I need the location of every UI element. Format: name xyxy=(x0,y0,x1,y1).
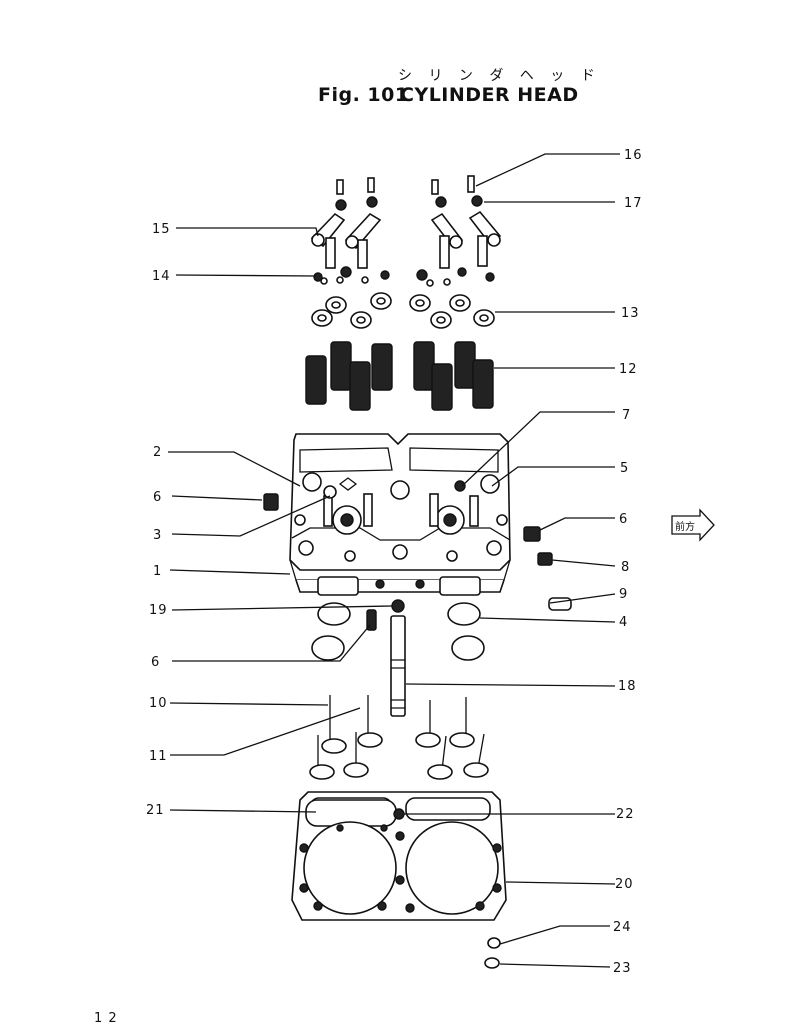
rocker-arms xyxy=(310,210,502,269)
valve-seat-inserts-4 xyxy=(311,602,485,661)
front-badge-label: 前方 xyxy=(675,520,695,533)
callout-4: 4 xyxy=(619,615,628,630)
callout-21: 21 xyxy=(146,803,165,818)
callout-8: 8 xyxy=(621,560,630,575)
callout-numbers: 16 17 15 14 13 12 7 2 5 6 3 6 8 1 9 19 4… xyxy=(146,148,643,976)
front-direction-arrow-icon: 前方 xyxy=(671,508,715,542)
callout-5: 5 xyxy=(620,461,629,476)
title-english: CYLINDER HEAD xyxy=(400,84,579,106)
valve-springs xyxy=(305,341,494,411)
callout-6-right: 6 xyxy=(619,512,628,527)
valve-cotters xyxy=(313,266,495,287)
callout-2: 2 xyxy=(153,445,162,460)
spring-retainers xyxy=(311,292,495,329)
callout-23: 23 xyxy=(613,961,632,976)
adjusting-screws xyxy=(335,175,483,211)
callout-22: 22 xyxy=(616,807,635,822)
fig-label: Fig. 101 xyxy=(318,84,409,106)
callout-6-left: 6 xyxy=(153,490,162,505)
plug-8 xyxy=(537,552,553,566)
callout-11: 11 xyxy=(149,749,168,764)
washers-23-24 xyxy=(484,937,501,969)
callout-19: 19 xyxy=(149,603,168,618)
callout-9: 9 xyxy=(619,587,628,602)
stud-bolt-18 xyxy=(390,615,406,717)
page-number: 1 2 xyxy=(94,1011,118,1024)
callout-7: 7 xyxy=(622,408,631,423)
callout-3: 3 xyxy=(153,528,162,543)
callout-12: 12 xyxy=(619,362,638,377)
callout-15: 15 xyxy=(152,222,171,237)
callout-14: 14 xyxy=(152,269,171,284)
callout-10: 10 xyxy=(149,696,168,711)
plug-6-right xyxy=(523,526,541,542)
callout-6-lower: 6 xyxy=(151,655,160,670)
gasket-ring-21-22 xyxy=(393,808,405,820)
head-gasket xyxy=(291,791,507,921)
callout-13: 13 xyxy=(621,306,640,321)
head-bottom-face xyxy=(295,576,505,596)
sleeve-9 xyxy=(548,597,572,611)
callout-17: 17 xyxy=(624,196,643,211)
cylinder-head xyxy=(289,433,511,581)
callout-1: 1 xyxy=(153,564,162,579)
title-japanese: シ リ ン ダ ヘ ッ ド xyxy=(398,68,601,84)
intake-exhaust-valves xyxy=(309,695,489,780)
callout-24: 24 xyxy=(613,920,632,935)
leader-lines xyxy=(168,153,620,968)
plug-6-left xyxy=(263,493,279,511)
callout-18: 18 xyxy=(618,679,637,694)
plug-19 xyxy=(391,599,405,613)
callout-20: 20 xyxy=(615,877,634,892)
callout-16: 16 xyxy=(624,148,643,163)
